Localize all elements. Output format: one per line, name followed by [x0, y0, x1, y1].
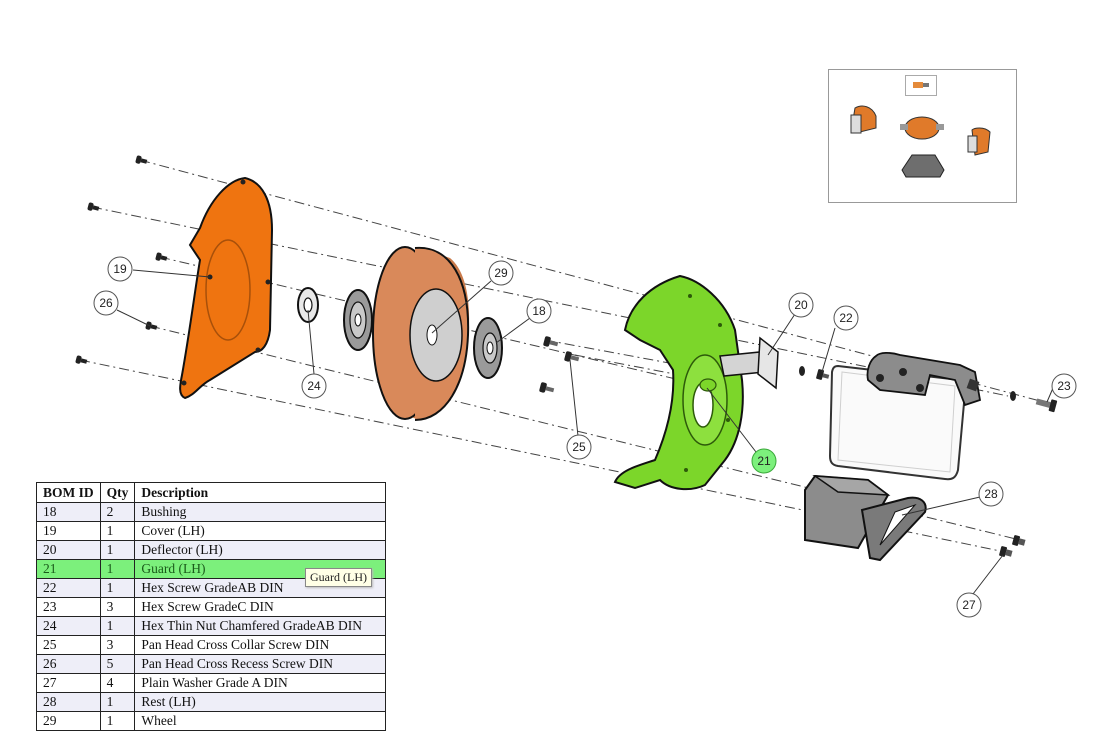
svg-text:27: 27: [962, 598, 976, 612]
bom-cell-description: Hex Thin Nut Chamfered GradeAB DIN: [134, 616, 387, 636]
svg-text:19: 19: [113, 262, 127, 276]
callout-19[interactable]: 19: [107, 256, 133, 282]
bom-cell-id: 24: [36, 616, 101, 636]
bom-cell-description: Bushing: [134, 502, 387, 522]
callout-23[interactable]: 23: [1051, 373, 1077, 399]
deflector-lh-part[interactable]: [719, 336, 779, 390]
bom-cell-id: 18: [36, 502, 101, 522]
plain-washers[interactable]: [999, 535, 1026, 559]
pan-head-screws[interactable]: [75, 155, 168, 366]
guard-lh-part-highlighted[interactable]: [613, 274, 744, 491]
bom-cell-id: 28: [36, 692, 101, 712]
navigator-thumb-right-guard[interactable]: [967, 127, 991, 156]
svg-text:25: 25: [572, 440, 586, 454]
bom-cell-qty: 1: [99, 540, 136, 560]
bom-cell-qty: 2: [99, 502, 136, 522]
collar-screws[interactable]: [539, 336, 580, 395]
navigator-thumb-motor[interactable]: [900, 116, 944, 140]
navigator-thumb-left-guard[interactable]: [850, 105, 877, 134]
callout-21-highlighted[interactable]: 21: [751, 448, 777, 474]
bom-header-id[interactable]: BOM ID: [36, 482, 101, 503]
bom-cell-description: Deflector (LH): [134, 540, 387, 560]
callout-27[interactable]: 27: [956, 592, 982, 618]
bom-cell-description: Cover (LH): [134, 521, 387, 541]
bom-header-description[interactable]: Description: [134, 482, 387, 503]
bom-cell-qty: 1: [99, 711, 136, 731]
callout-22[interactable]: 22: [833, 305, 859, 331]
bom-cell-id: 19: [36, 521, 101, 541]
navigator-home-thumbnail[interactable]: [905, 75, 937, 96]
bom-cell-qty: 4: [99, 673, 136, 693]
bom-cell-id: 29: [36, 711, 101, 731]
bom-cell-id: 25: [36, 635, 101, 655]
callout-24[interactable]: 24: [301, 373, 327, 399]
svg-text:18: 18: [532, 304, 546, 318]
bom-cell-description: Pan Head Cross Collar Screw DIN: [134, 635, 387, 655]
svg-text:26: 26: [99, 296, 113, 310]
view-navigator-panel[interactable]: [828, 69, 1017, 203]
bom-header-qty[interactable]: Qty: [99, 482, 136, 503]
rest-lh-part[interactable]: [804, 474, 927, 562]
callout-18[interactable]: 18: [526, 298, 552, 324]
svg-text:22: 22: [839, 311, 853, 325]
bom-cell-description: Rest (LH): [134, 692, 387, 712]
bushing-part[interactable]: [473, 317, 503, 379]
bom-cell-qty: 1: [99, 692, 136, 712]
bom-cell-qty: 1: [99, 616, 136, 636]
bom-cell-qty: 5: [99, 654, 136, 674]
svg-text:21: 21: [757, 454, 771, 468]
bom-cell-qty: 1: [99, 559, 136, 579]
bom-cell-qty: 3: [99, 635, 136, 655]
bom-cell-description: Plain Washer Grade A DIN: [134, 673, 387, 693]
svg-text:24: 24: [307, 379, 321, 393]
hover-tooltip: Guard (LH): [305, 568, 372, 587]
leader-lines: [116, 269, 1054, 595]
svg-text:20: 20: [794, 298, 808, 312]
bom-header-row: BOM ID Qty Description: [36, 482, 387, 503]
flange-washer-part[interactable]: [343, 289, 373, 351]
hex-screws-right[interactable]: [1010, 391, 1058, 413]
callout-20[interactable]: 20: [788, 292, 814, 318]
svg-text:29: 29: [494, 266, 508, 280]
bom-cell-id: 20: [36, 540, 101, 560]
callout-25[interactable]: 25: [566, 434, 592, 460]
wheel-part[interactable]: [372, 246, 470, 421]
bom-cell-qty: 1: [99, 521, 136, 541]
svg-text:28: 28: [984, 487, 998, 501]
bom-cell-description: Pan Head Cross Recess Screw DIN: [134, 654, 387, 674]
bom-cell-id: 23: [36, 597, 101, 617]
hex-screw-small[interactable]: [799, 366, 830, 382]
navigator-thumb-base[interactable]: [901, 154, 945, 178]
bom-cell-qty: 1: [99, 578, 136, 598]
callout-29[interactable]: 29: [488, 260, 514, 286]
bom-cell-id: 26: [36, 654, 101, 674]
hex-thin-nut-part[interactable]: [297, 287, 319, 323]
callout-28[interactable]: 28: [978, 481, 1004, 507]
bom-cell-id: 27: [36, 673, 101, 693]
bom-cell-id: 22: [36, 578, 101, 598]
shield-bracket-part[interactable]: [866, 351, 982, 407]
svg-text:23: 23: [1057, 379, 1071, 393]
bom-cell-description: Hex Screw GradeC DIN: [134, 597, 387, 617]
bom-cell-qty: 3: [99, 597, 136, 617]
bom-cell-description: Wheel: [134, 711, 387, 731]
bom-cell-id: 21: [36, 559, 101, 579]
cover-lh-part[interactable]: [179, 176, 274, 400]
callout-26[interactable]: 26: [93, 290, 119, 316]
